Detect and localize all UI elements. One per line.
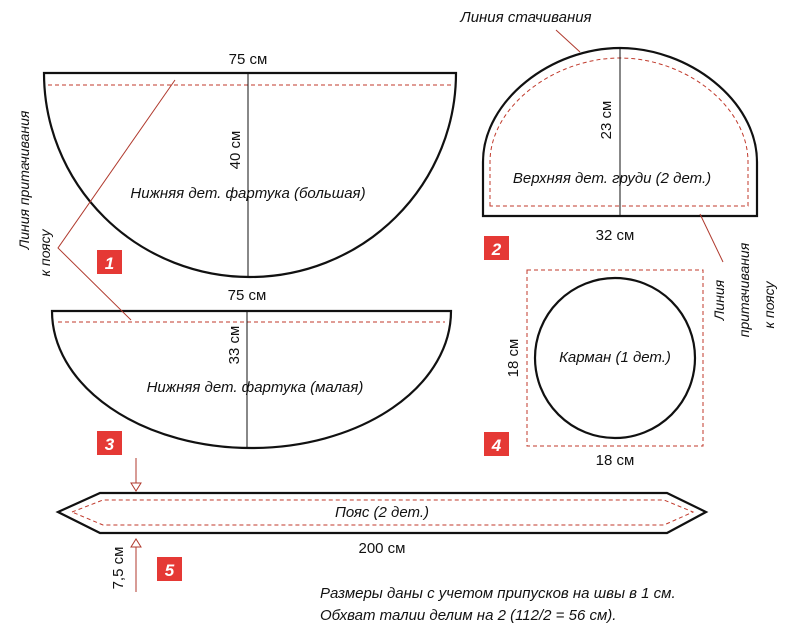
pocket-outline (533, 276, 697, 440)
belt-width-arrow-bottom-head (130, 538, 142, 548)
attach-line-right-annotation: Линия притачивания к поясу (711, 242, 777, 337)
belt-width-label: 7,5 см (110, 547, 127, 590)
attach-left-leader (57, 79, 176, 321)
badge-4-number: 4 (491, 436, 502, 455)
belt-outline (55, 491, 709, 535)
notes: Размеры даны с учетом припусков на швы в… (320, 585, 676, 624)
seam-line-leader (555, 29, 581, 53)
belt-title: Пояс (2 дет.) (335, 504, 429, 521)
attach-right-leader (699, 213, 724, 263)
badge-2: 2 (484, 236, 509, 260)
bib-height-label: 23 см (598, 101, 615, 140)
small-apron-outline (50, 309, 453, 450)
attach-right-line3: к поясу (761, 281, 777, 329)
attach-right-line1: Линия (711, 279, 727, 321)
badge-1: 1 (97, 250, 122, 274)
badge-5: 5 (157, 557, 182, 581)
pocket-seam-square (526, 269, 704, 447)
belt-seam-allowance (70, 499, 695, 526)
pocket-title: Карман (1 дет.) (559, 349, 671, 366)
bib-piece: 23 см Верхняя дет. груди (2 дет.) 32 см … (459, 9, 759, 263)
bib-title: Верхняя дет. груди (2 дет.) (513, 170, 711, 187)
small-apron-width-label: 75 см (228, 287, 267, 304)
small-apron-title: Нижняя дет. фартука (малая) (147, 379, 364, 396)
badge-3-number: 3 (105, 435, 115, 454)
big-apron-width-label: 75 см (229, 51, 268, 68)
note-line-1: Размеры даны с учетом припусков на швы в… (320, 585, 676, 602)
big-apron-piece: 75 см 40 см Нижняя дет. фартука (большая… (42, 51, 458, 279)
badge-2-number: 2 (491, 240, 502, 259)
seam-line-annotation: Линия стачивания (459, 9, 591, 26)
belt-piece: Пояс (2 дет.) 200 см 7,5 см (55, 458, 709, 592)
pocket-width-label: 18 см (596, 452, 635, 469)
bib-width-label: 32 см (596, 227, 635, 244)
badge-1-number: 1 (105, 254, 114, 273)
belt-width-arrow-top-head (130, 482, 142, 492)
note-line-2: Обхват талии делим на 2 (112/2 = 56 см). (320, 607, 616, 624)
badge-3: 3 (97, 431, 122, 455)
attach-line-left-annotation: Линия притачивания к поясу (16, 79, 176, 321)
big-apron-outline (42, 71, 458, 279)
small-apron-height-label: 33 см (226, 326, 243, 365)
small-apron-piece: 75 см 33 см Нижняя дет. фартука (малая) (50, 287, 453, 450)
pocket-piece: Карман (1 дет.) 18 см 18 см (505, 269, 704, 469)
pocket-height-label: 18 см (505, 339, 522, 378)
badge-4: 4 (484, 432, 509, 456)
belt-length-label: 200 см (358, 540, 405, 557)
attach-left-line1: Линия притачивания (16, 110, 32, 250)
big-apron-height-label: 40 см (227, 131, 244, 170)
attach-right-line2: притачивания (736, 242, 752, 337)
badge-5-number: 5 (165, 561, 175, 580)
big-apron-title: Нижняя дет. фартука (большая) (130, 185, 365, 202)
attach-left-line2: к поясу (37, 229, 53, 277)
